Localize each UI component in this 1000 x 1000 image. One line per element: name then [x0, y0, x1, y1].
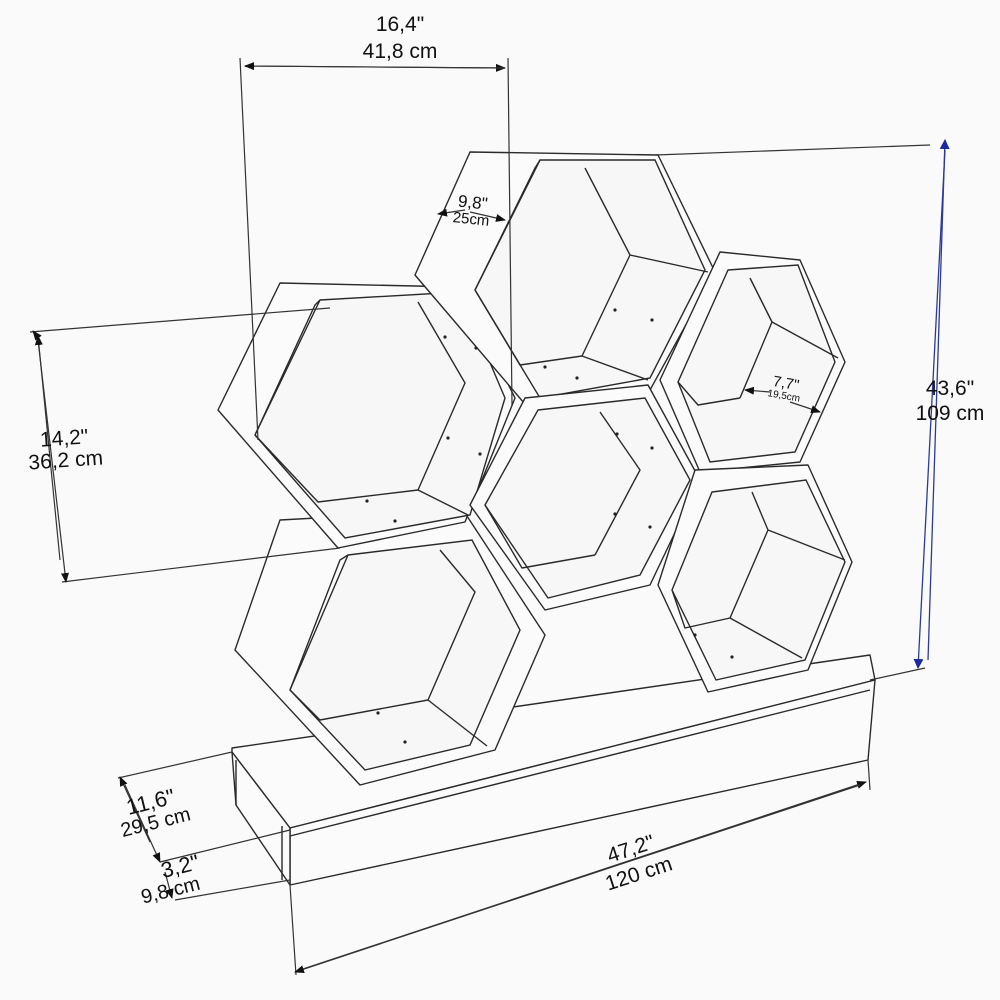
hex-shelf-center — [469, 384, 701, 611]
hex-shelf-bottom-left — [234, 509, 546, 786]
top-width-cm: 41,8 cm — [362, 40, 438, 64]
hex-shelf-small-right-top — [659, 251, 846, 473]
dimension-hex-depth — [437, 208, 506, 222]
dimension-base-height — [164, 871, 291, 901]
label-top-width: 16,4" 41,8 cm — [340, 13, 460, 64]
total-height-inches: 43,6" — [925, 377, 975, 400]
dimension-small-hex-width — [744, 386, 821, 413]
dimension-top-width — [239, 57, 513, 441]
label-hex-height: 14,2" 36,2 cm — [9, 424, 122, 476]
dimension-hex-height — [29, 307, 341, 583]
dimension-total-height — [654, 139, 950, 681]
label-hex-depth: 9,8" 25cm — [438, 191, 505, 231]
dimension-base-depth — [117, 751, 291, 863]
hex-shelf-small-right-bottom — [657, 464, 853, 693]
label-total-height: 43,6" 109 cm — [900, 377, 1000, 426]
dimension-base-width — [289, 759, 871, 976]
hex-shelf-left — [217, 282, 516, 549]
base-plinth — [231, 654, 876, 886]
total-height-cm: 109 cm — [915, 402, 985, 426]
top-width-inches: 16,4" — [375, 13, 425, 36]
